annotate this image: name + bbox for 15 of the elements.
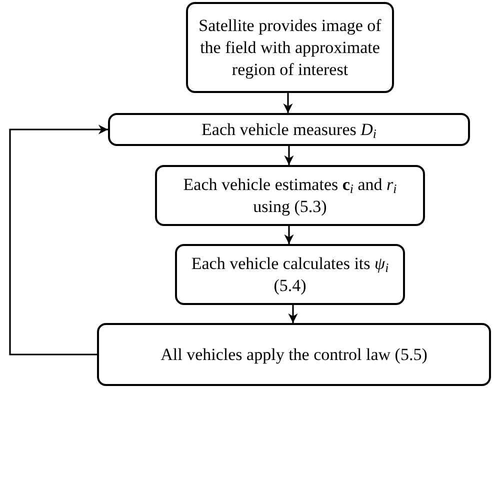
arrow [283,93,293,113]
process-box [175,244,405,305]
arrow [288,305,298,323]
process-box [155,165,425,226]
arrow [9,124,108,356]
process-box [97,323,491,386]
step-text: All vehicles apply the control law (5.5) [160,344,428,366]
step-text: Each vehicle estimates c$_{i}$ and r$_{i}$ using (5.3) [182,174,398,218]
arrow [284,146,294,165]
step-text: Satellite provides image of the field with approximate region of interest [198,14,382,80]
process-box [108,113,470,146]
arrow [284,226,294,244]
step-text: Each vehicle calculates its ψ$_{i}$ (5.4) [190,252,390,296]
process-box [186,2,394,93]
step-text: Each vehicle measures D$_{i}$ [202,118,376,140]
